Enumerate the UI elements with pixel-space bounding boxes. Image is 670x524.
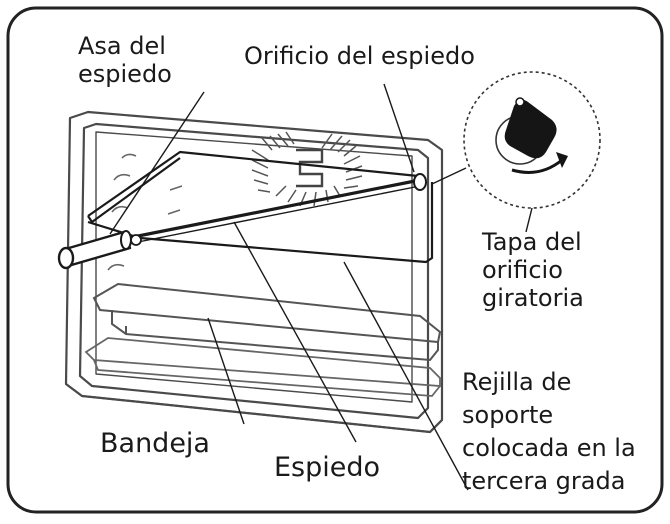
hole-cover-detail	[463, 71, 601, 209]
fan-vent-icon	[251, 131, 363, 207]
leader-lines	[109, 83, 533, 491]
label-rotisserie-hole: Orificio del espiedo	[244, 42, 475, 70]
label-spit: Espiedo	[274, 452, 381, 483]
label-rack: Rejilla de soporte colocada en la tercer…	[462, 368, 636, 495]
rotisserie-handle-icon	[57, 230, 132, 270]
label-tray: Bandeja	[100, 428, 210, 459]
oven-cavity	[64, 110, 444, 434]
diagram-frame	[6, 6, 664, 514]
lower-tray	[84, 337, 441, 397]
label-rotisserie-handle: Asa del espiedo	[78, 32, 172, 88]
spit-rod	[127, 173, 427, 246]
label-hole-cover: Tapa del orificio giratoria	[482, 228, 584, 312]
tray	[92, 282, 442, 362]
curved-arrow-icon	[511, 158, 563, 174]
rack-slots-left	[107, 153, 183, 271]
rotisserie-frame	[87, 150, 434, 264]
rotating-cover-icon	[504, 99, 557, 159]
